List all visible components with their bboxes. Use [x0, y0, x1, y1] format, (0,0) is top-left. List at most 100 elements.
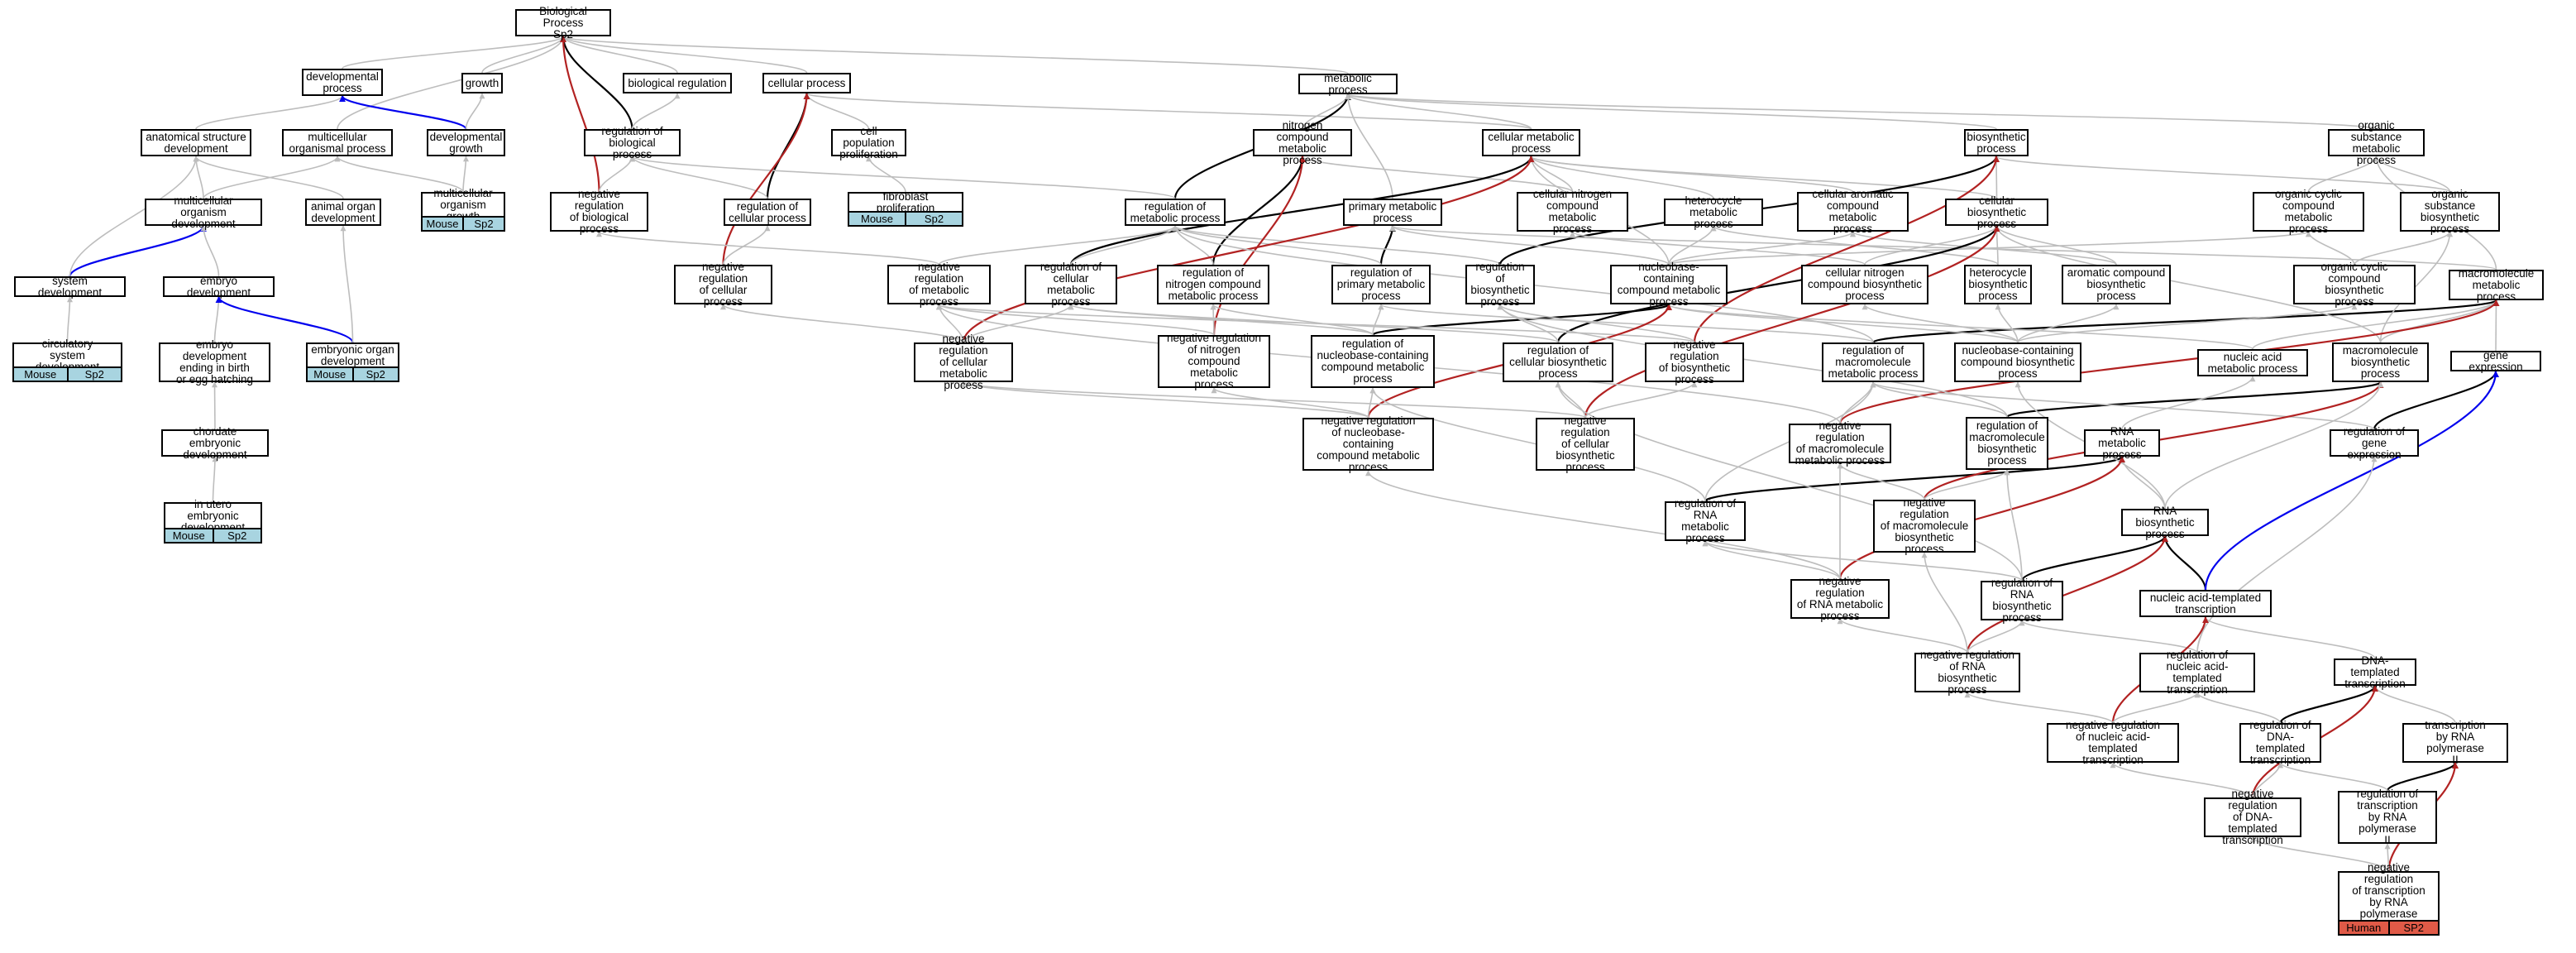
- go-term-regtranspol2[interactable]: regulation of transcription by RNA polym…: [2338, 788, 2437, 846]
- go-term-negregrnamet[interactable]: negative regulation of RNA metabolic pro…: [1790, 576, 1890, 622]
- go-term-arombio[interactable]: aromatic compound biosynthetic process: [2062, 265, 2171, 304]
- edge-orgcycbio-to-orgsubbio: [2354, 231, 2453, 266]
- go-term-primmet[interactable]: primary metabolic process: [1343, 199, 1442, 226]
- go-term-chordate[interactable]: chordate embryonic development: [161, 425, 269, 460]
- go-term-nucacid[interactable]: nucleic acid metabolic process: [2197, 349, 2308, 376]
- edge-cellmet-to-cellp: [804, 93, 1532, 130]
- go-term-embryonic[interactable]: embryonic organ development: [306, 342, 399, 368]
- edge-macrobio-to-macromet: [2379, 299, 2499, 343]
- go-term-label: organic substance metabolic process: [2350, 118, 2402, 166]
- go-term-multgrowth[interactable]: multicellular organism growth: [421, 187, 505, 222]
- go-term-negregmacrobio[interactable]: negative regulation of macromolecule bio…: [1873, 497, 1976, 555]
- go-term-cellarom[interactable]: cellular aromatic compound metabolic pro…: [1797, 189, 1909, 235]
- edge-negregnucacidtemp-to-regnucacidtemp: [2112, 692, 2201, 724]
- go-term-regprim[interactable]: regulation of primary metabolic process: [1331, 265, 1431, 304]
- go-term-label: embryo development ending in birth or eg…: [175, 338, 254, 386]
- go-term-circ[interactable]: circulatory system development: [12, 338, 122, 372]
- go-term-multdev[interactable]: multicellular organism development: [145, 194, 262, 229]
- edge-arombio-to-cellbiosyn: [1994, 225, 2117, 266]
- go-term-anat[interactable]: anatomical structure development: [141, 129, 251, 156]
- go-term-cellnitrobio[interactable]: cellular nitrogen compound biosynthetic …: [1801, 265, 1928, 304]
- edge-cellarom-to-cellmet: [1528, 156, 1854, 193]
- go-term-rnabio[interactable]: RNA biosynthetic process: [2121, 505, 2209, 539]
- edge-negregbio-to-regbiosyn: [1497, 304, 1695, 343]
- go-term-rnamet[interactable]: RNA metabolic process: [2084, 425, 2160, 460]
- go-term-fibro[interactable]: fibroblast proliferation: [848, 190, 963, 213]
- go-term-nitro[interactable]: nitrogen compound metabolic process: [1253, 119, 1352, 165]
- go-term-macromet[interactable]: macromolecule metabolic process: [2449, 267, 2544, 302]
- go-term-cellnitro[interactable]: cellular nitrogen compound metabolic pro…: [1517, 189, 1628, 235]
- go-term-transpol2[interactable]: transcription by RNA polymerase II: [2402, 719, 2508, 766]
- go-term-negregmacro[interactable]: negative regulation of macromolecule met…: [1789, 420, 1891, 467]
- go-term-label: negative regulation of nucleic acid-temp…: [2065, 719, 2161, 766]
- go-term-negregmet[interactable]: negative regulation of metabolic process: [887, 261, 991, 308]
- go-term-regcellbio[interactable]: regulation of cellular biosynthetic proc…: [1503, 342, 1613, 382]
- go-term-cellpop[interactable]: cell population proliferation: [831, 125, 906, 160]
- go-term-utero[interactable]: in utero embryonic development: [164, 498, 262, 533]
- go-term-negregnucbase[interactable]: negative regulation of nucleobase-contai…: [1302, 415, 1434, 473]
- edge-cellpop-to-cellp: [804, 93, 870, 130]
- edge-regnucbase-to-regnitro: [1210, 304, 1374, 336]
- go-term-metab[interactable]: metabolic process: [1298, 72, 1398, 95]
- go-term-regnucbase[interactable]: regulation of nucleobase-containing comp…: [1311, 335, 1435, 388]
- go-term-regdnatemp[interactable]: regulation of DNA-templated transcriptio…: [2239, 720, 2321, 766]
- go-term-sysdev[interactable]: system development: [14, 275, 126, 298]
- go-term-nucbasebio[interactable]: nucleobase-containing compound biosynthe…: [1954, 342, 2081, 382]
- edge-multgrowth-to-devgrowth: [462, 156, 469, 193]
- go-term-hetmet[interactable]: heterocycle metabolic process: [1664, 194, 1763, 229]
- go-term-biosyn[interactable]: biosynthetic process: [1964, 129, 2029, 156]
- go-term-devgrowth[interactable]: developmental growth: [427, 129, 505, 156]
- go-term-negregdnatemp[interactable]: negative regulation of DNA-templated tra…: [2204, 788, 2301, 846]
- go-term-orgcycmet[interactable]: organic cyclic compound metabolic proces…: [2253, 189, 2364, 235]
- edge-embryonic-to-animal: [340, 225, 354, 343]
- go-term-embryo[interactable]: embryo development: [163, 275, 275, 298]
- species-label: Human: [2338, 920, 2390, 936]
- go-term-label: nucleic acid metabolic process: [2207, 350, 2298, 375]
- go-term-reggene[interactable]: regulation of gene expression: [2330, 425, 2419, 460]
- go-term-negregcellbio[interactable]: negative regulation of cellular biosynth…: [1536, 415, 1635, 473]
- go-term-embryoend[interactable]: embryo development ending in birth or eg…: [159, 339, 270, 386]
- go-term-label: negative regulation of cellular metaboli…: [939, 333, 988, 391]
- go-term-negregcellmet[interactable]: negative regulation of cellular metaboli…: [914, 333, 1013, 391]
- go-term-negregtranspol2[interactable]: negative regulation of transcription by …: [2338, 861, 2440, 931]
- go-term-hetbio[interactable]: heterocycle biosynthetic process: [1964, 265, 2032, 304]
- edge-circ-to-sysdev: [66, 296, 73, 343]
- go-term-regrnamet[interactable]: regulation of RNA metabolic process: [1665, 498, 1746, 544]
- go-term-orgsub[interactable]: organic substance metabolic process: [2328, 119, 2425, 165]
- go-term-cellmet[interactable]: cellular metabolic process: [1482, 129, 1580, 156]
- go-term-regbiosyn[interactable]: regulation of biosynthetic process: [1465, 261, 1535, 308]
- go-term-nucbase[interactable]: nucleobase-containing compound metabolic…: [1610, 261, 1728, 308]
- go-term-bioreg[interactable]: biological regulation: [623, 73, 732, 93]
- edge-devgrowth-to-dev: [339, 95, 467, 130]
- go-term-regrnabio[interactable]: regulation of RNA biosynthetic process: [1981, 577, 2063, 624]
- go-term-regnucacidtemp[interactable]: regulation of nucleic acid-templated tra…: [2139, 649, 2255, 696]
- go-term-geneexp[interactable]: gene expression: [2450, 349, 2541, 372]
- go-term-dev[interactable]: developmental process: [302, 69, 383, 96]
- go-term-negregnucacidtemp[interactable]: negative regulation of nucleic acid-temp…: [2047, 719, 2179, 766]
- go-term-orgsubbio[interactable]: organic substance biosynthetic process: [2400, 189, 2500, 235]
- go-term-regmet[interactable]: regulation of metabolic process: [1125, 199, 1226, 226]
- go-term-regcp[interactable]: regulation of cellular process: [724, 199, 811, 226]
- go-term-negregcp[interactable]: negative regulation of cellular process: [674, 261, 772, 308]
- go-term-dnatemp[interactable]: DNA-templated transcription: [2334, 654, 2416, 689]
- go-term-orgcycbio[interactable]: organic cyclic compound biosynthetic pro…: [2293, 261, 2416, 308]
- go-term-regnitro[interactable]: regulation of nitrogen compound metaboli…: [1157, 265, 1269, 304]
- go-term-negregbio[interactable]: negative regulation of biosynthetic proc…: [1645, 339, 1744, 386]
- go-term-macrobio[interactable]: macromolecule biosynthetic process: [2332, 342, 2429, 382]
- go-term-multorg[interactable]: multicellular organismal process: [282, 129, 393, 156]
- go-term-bp[interactable]: Biological Process Sp2: [515, 5, 611, 40]
- go-term-negregnitro[interactable]: negative regulation of nitrogen compound…: [1158, 333, 1270, 390]
- go-term-regmacrobio[interactable]: regulation of macromolecule biosynthetic…: [1966, 417, 2048, 470]
- go-term-regmacro[interactable]: regulation of macromolecule metabolic pr…: [1822, 342, 1924, 382]
- go-term-growth[interactable]: growth: [461, 73, 503, 93]
- go-term-nucacidtemp[interactable]: nucleic acid-templated transcription: [2139, 590, 2272, 617]
- go-term-cellp[interactable]: cellular process: [762, 73, 851, 93]
- go-term-label: transcription by RNA polymerase II: [2425, 719, 2486, 766]
- go-term-cellbiosyn[interactable]: cellular biosynthetic process: [1945, 194, 2048, 229]
- go-term-animal[interactable]: animal organ development: [305, 199, 381, 226]
- go-term-negregbp[interactable]: negative regulation of biological proces…: [550, 189, 648, 235]
- go-term-regbp[interactable]: regulation of biological process: [584, 125, 681, 160]
- go-term-regcellmet[interactable]: regulation of cellular metabolic process: [1025, 261, 1117, 308]
- go-term-negregrnabio[interactable]: negative regulation of RNA biosynthetic …: [1914, 649, 2020, 696]
